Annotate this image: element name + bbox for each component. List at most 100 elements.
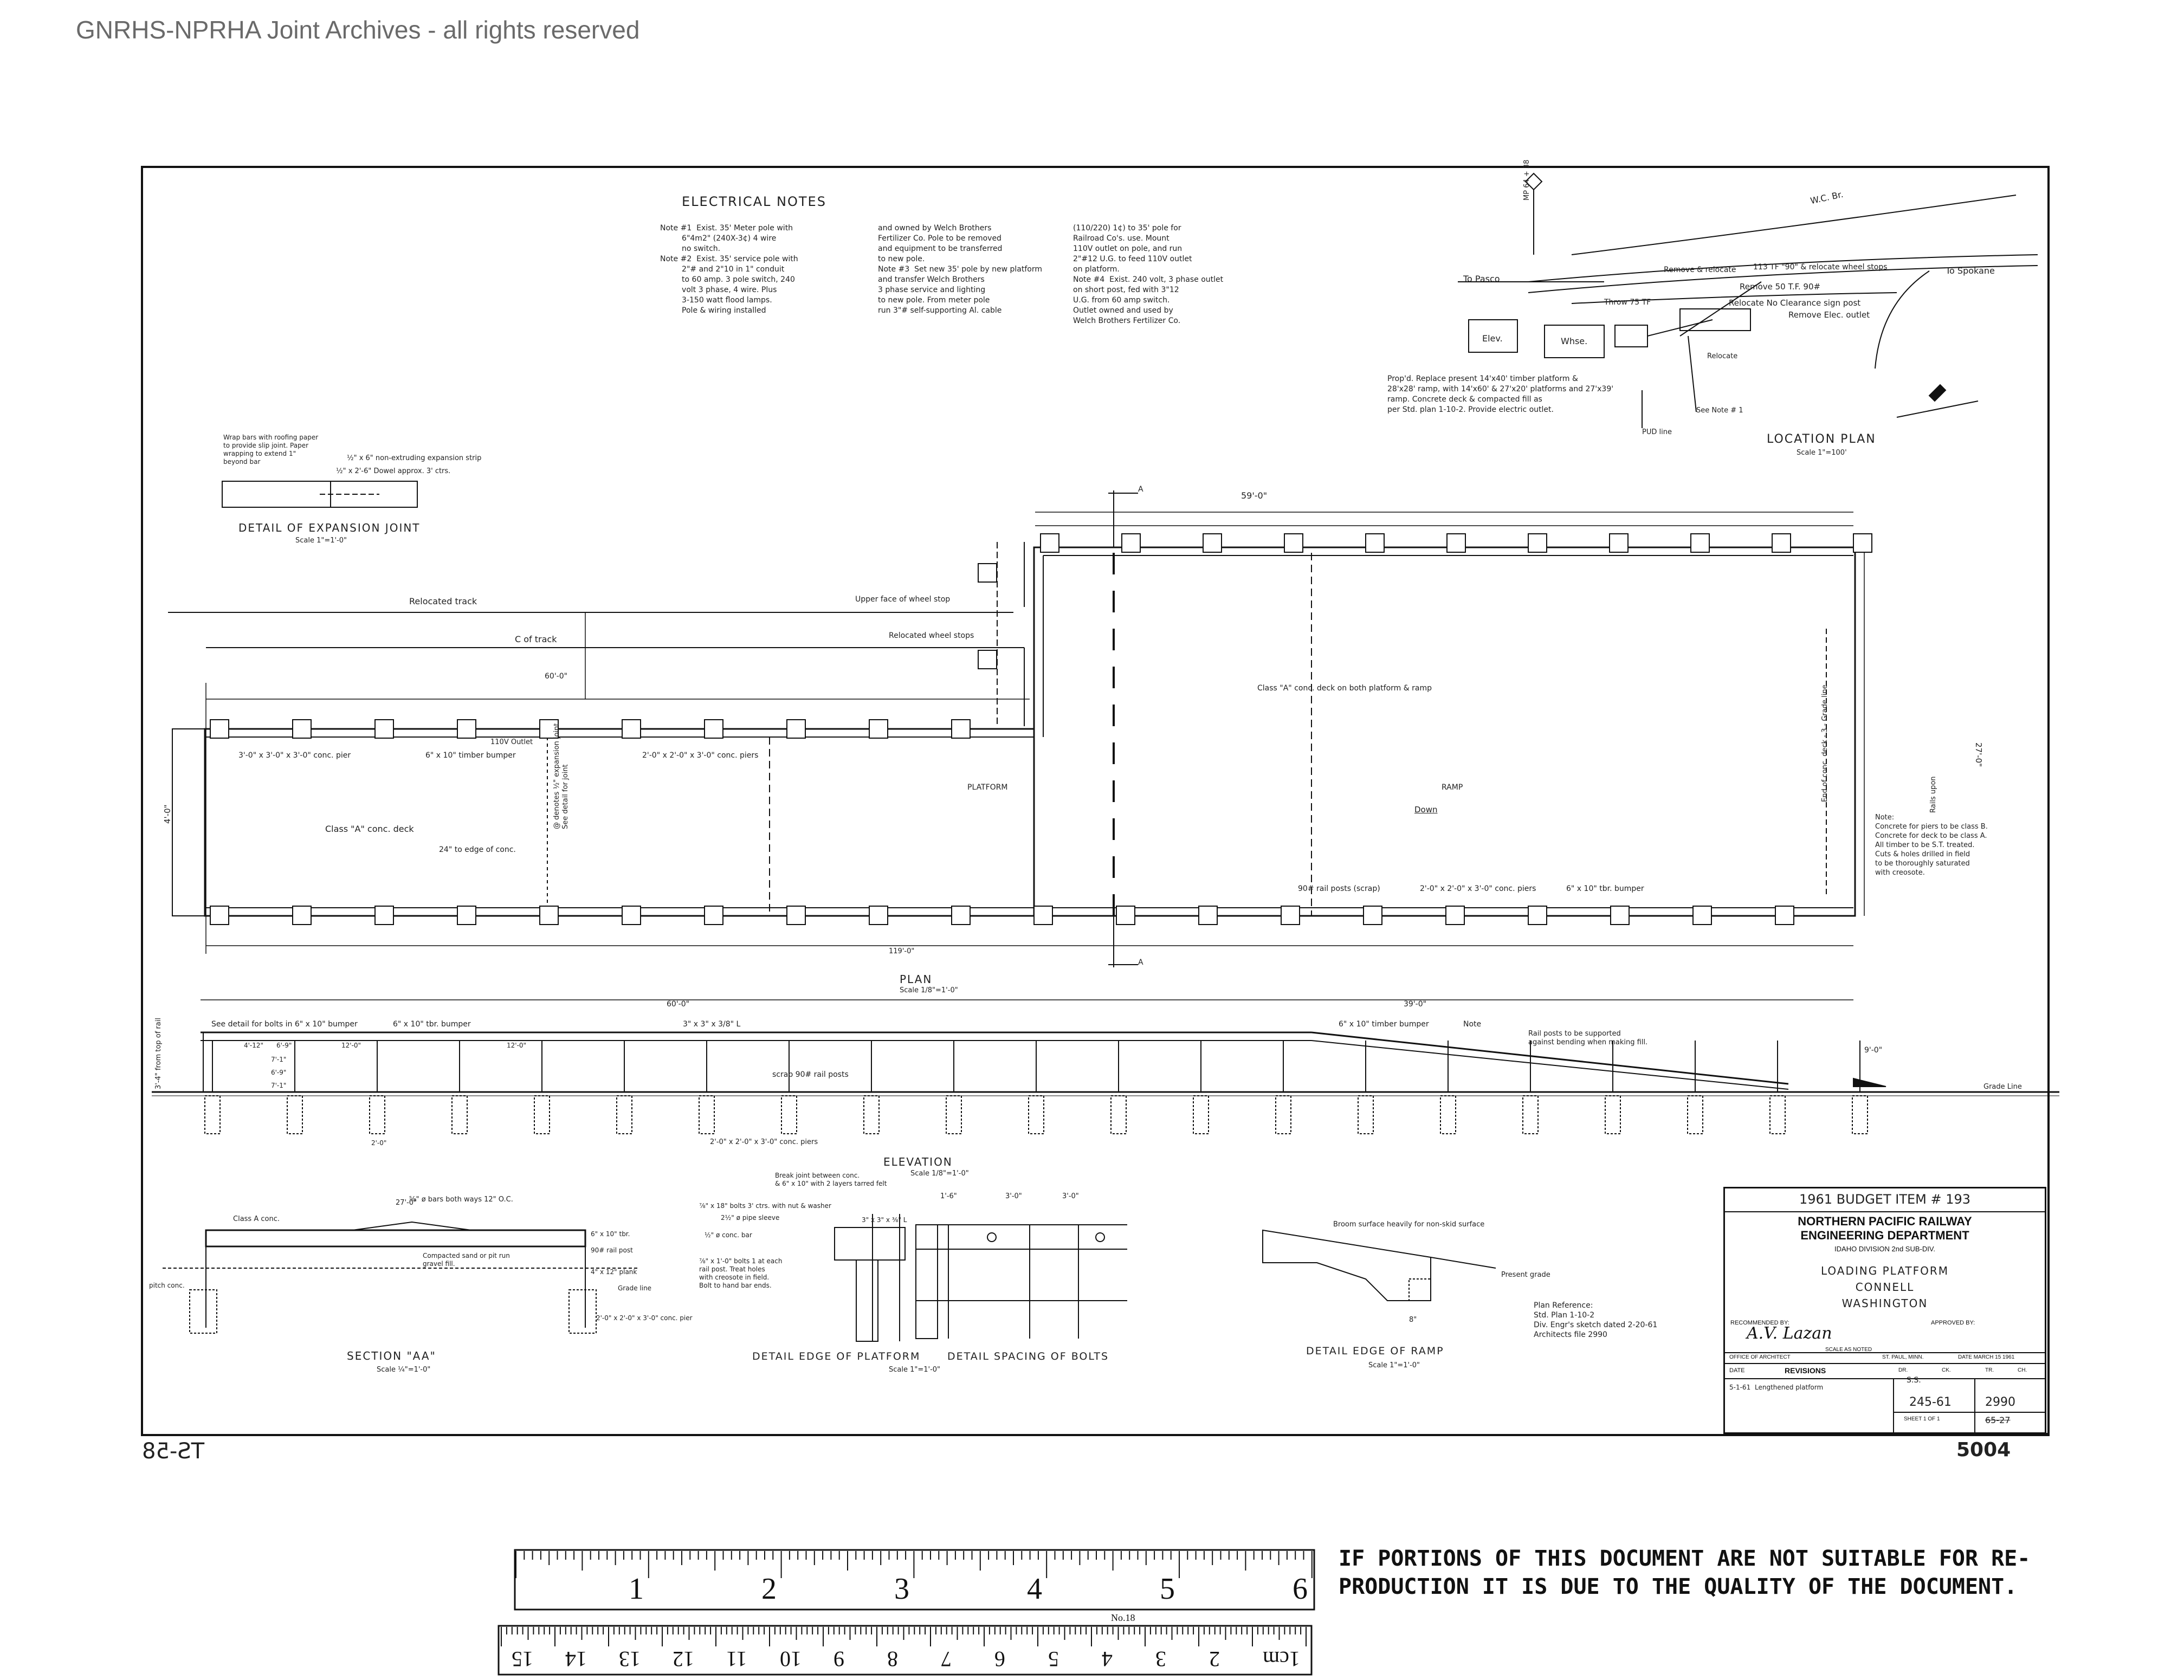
ruler-cm-label: 7 <box>941 1647 952 1671</box>
plan-reference: Plan Reference: Std. Plan 1-10-2 Div. En… <box>1534 1301 1658 1339</box>
ruler-inch-label: 2 <box>761 1572 777 1606</box>
elev-scrap: scrap 90# rail posts <box>772 1070 849 1079</box>
pier <box>210 719 229 739</box>
detail-edge-ramp <box>1262 1229 1496 1301</box>
elev-note: Note <box>1463 1020 1482 1029</box>
elev-dim-12-left: 12'-0" <box>341 1042 361 1049</box>
elev-rail-support: Rail posts to be supported against bendi… <box>1528 1030 1648 1046</box>
ruler-cm-label: 11 <box>726 1647 747 1671</box>
ruler-inch-label: 4 <box>1027 1572 1042 1606</box>
elevation-posts <box>204 1041 1868 1134</box>
ruler-cm-label: 15 <box>512 1647 533 1671</box>
tb-title1: LOADING PLATFORM <box>1820 1264 1949 1277</box>
location-plan <box>1458 172 2038 428</box>
plan-relocated-wheel-stops: Relocated wheel stops <box>889 631 974 640</box>
detail-edge-platform <box>834 1214 938 1342</box>
elevation-pier <box>287 1095 303 1134</box>
loc-throw: Throw 75 TF <box>1604 298 1651 307</box>
sec-piers: 2'-0" x 2'-0" x 3'-0" conc. pier <box>596 1314 693 1322</box>
plan-scale: Scale 1/8"=1'-0" <box>900 986 958 994</box>
pier <box>1528 906 1547 925</box>
plan-platform-label: PLATFORM <box>967 783 1008 792</box>
loc-relocate-sign: Relocate No Clearance sign post <box>1729 298 1861 308</box>
tb-scale: SCALE AS NOTED <box>1825 1347 1872 1353</box>
pier <box>210 906 229 925</box>
plan-bumper-label: 6" x 10" timber bumper <box>425 751 516 760</box>
elev-dim-12-right: 12'-0" <box>507 1042 527 1049</box>
plan-rails-upon: Rails upon <box>1929 776 1937 813</box>
loc-relocate: Relocate <box>1707 352 1738 360</box>
pier <box>704 719 723 739</box>
loc-remove-relocate: Remove & relocate <box>1664 266 1736 274</box>
sec-fill: Compacted sand or pit run gravel fill. <box>423 1252 510 1268</box>
ruler-cm-label: 2 <box>1209 1647 1220 1671</box>
pier <box>978 563 997 583</box>
tb-division: IDAHO DIVISION 2nd SUB-DIV. <box>1834 1245 1935 1253</box>
elevation-pier <box>1110 1095 1127 1134</box>
exp-joint-dowel: ½" x 2'-6" Dowel approx. 3' ctrs. <box>336 467 451 475</box>
ruler-cm-label: 9 <box>833 1647 844 1671</box>
pier <box>539 906 559 925</box>
ruler-cm-label: 6 <box>994 1647 1005 1671</box>
elevation-pier <box>1769 1095 1786 1134</box>
elev-timber-bumper: 6" x 10" timber bumper <box>1339 1020 1429 1029</box>
pier <box>951 906 971 925</box>
pier <box>1445 906 1465 925</box>
pier <box>869 719 888 739</box>
exp-joint-title: DETAIL OF EXPANSION JOINT <box>238 521 421 534</box>
pier <box>1609 533 1629 553</box>
ruler-inch-label: 6 <box>1293 1572 1308 1606</box>
elev-dim-c: 7'-1" <box>271 1056 287 1063</box>
plan-pier2-label: 2'-0" x 2'-0" x 3'-0" conc. piers <box>642 751 759 760</box>
tb-dept: ENGINEERING DEPARTMENT <box>1800 1229 1969 1242</box>
ramp-present: Present grade <box>1501 1271 1550 1279</box>
tb-railway: NORTHERN PACIFIC RAILWAY <box>1798 1214 1972 1228</box>
elevation-title: ELEVATION <box>883 1155 953 1168</box>
edge-rod: ½" ø conc. bar <box>705 1231 752 1239</box>
plan-piers <box>210 533 1872 925</box>
elevation-pier <box>1852 1095 1868 1134</box>
plan-rail-posts-label: 90# rail posts (scrap) <box>1298 884 1380 893</box>
pier <box>1528 533 1547 553</box>
ruler-maker: No.18 <box>1111 1612 1135 1623</box>
drawing-number: 5004 <box>1956 1439 2011 1461</box>
pier <box>457 719 476 739</box>
ruler-cm-label: 3 <box>1155 1647 1166 1671</box>
title-block: 1961 BUDGET ITEM # 193 NORTHERN PACIFIC … <box>1723 1187 2046 1434</box>
plan-dim-60: 60'-0" <box>545 672 568 681</box>
tb-recommended: RECOMMENDED BY: <box>1730 1320 1789 1326</box>
exp-joint-note: Wrap bars with roofing paper to provide … <box>223 434 319 466</box>
exp-joint-scale: Scale 1"=1'-0" <box>295 537 347 545</box>
plan-expansion-label: @ denotes ½" expansion joint See detail … <box>553 723 570 829</box>
detail-bolt-spacing <box>916 1224 1127 1339</box>
plan-class-a-deck: Class "A" conc. deck <box>325 824 414 834</box>
tb-rev-text: Lengthened platform <box>1755 1384 1824 1391</box>
plan-end-conc: End of conc. deck - 3 - Grade line <box>1821 684 1829 802</box>
tb-file: 2990 <box>1985 1395 2015 1409</box>
loc-pud: PUD line <box>1642 428 1672 436</box>
elevation-pier <box>369 1095 385 1134</box>
elev-piers: 2'-0" x 2'-0" x 3'-0" conc. piers <box>710 1138 818 1146</box>
elev-grade: Grade Line <box>1983 1083 2022 1091</box>
edge-pipe: 2½" ø pipe sleeve <box>721 1214 780 1222</box>
edge-break: Break joint between conc. & 6" x 10" wit… <box>775 1172 887 1187</box>
tb-afe: 245-61 <box>1909 1395 1952 1409</box>
tb-approved: APPROVED BY: <box>1931 1320 1975 1326</box>
pier <box>1775 906 1794 925</box>
bolts-d2: 3'-0" <box>1005 1192 1022 1200</box>
elevation-scale: Scale 1/8"=1'-0" <box>910 1169 969 1178</box>
tb-ck: CK. <box>1942 1367 1951 1373</box>
plan-piers3-label: 2'-0" x 2'-0" x 3'-0" conc. piers <box>1420 884 1536 893</box>
detail-bolts-scale: Scale 1"=1'-0" <box>889 1366 941 1374</box>
tb-dr: DR. <box>1898 1367 1908 1373</box>
elev-see-detail: See detail for bolts in 6" x 10" bumper <box>211 1020 358 1029</box>
pier <box>374 906 394 925</box>
pier <box>1116 906 1135 925</box>
plan-dim-14: 4'-0" <box>163 804 172 824</box>
exp-joint-strip: ½" x 6" non-extruding expansion strip <box>347 454 482 462</box>
elevation-pier <box>699 1095 715 1134</box>
tb-file-no: 65-27 <box>1985 1415 2011 1425</box>
loc-elev: Elev. <box>1482 333 1503 344</box>
pier <box>1690 533 1710 553</box>
